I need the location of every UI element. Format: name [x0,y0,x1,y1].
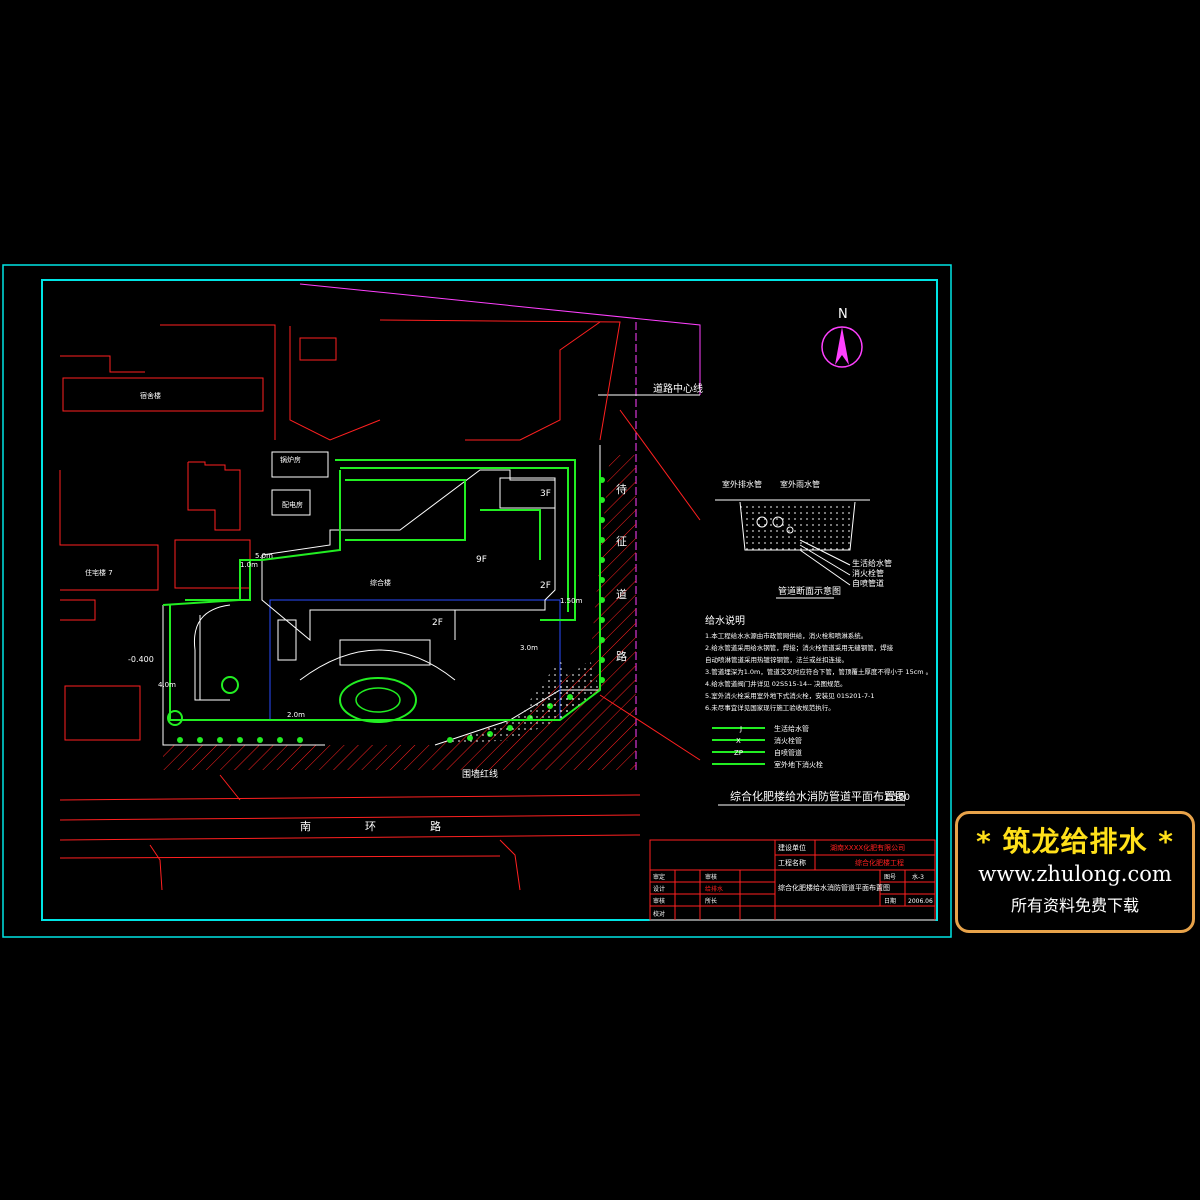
tb-date: 2006.06 [908,898,933,905]
tb-dwg-no: 水-3 [912,873,924,881]
watermark-panel: * 筑龙给排水 * www.zhulong.com 所有资料免费下载 [955,811,1195,933]
garden-inner [355,687,401,713]
road-east-1: 待 [616,482,627,496]
notes-title: 给水说明 [705,614,745,627]
watermark-title: * 筑龙给排水 * [976,825,1174,858]
floor-label-4: 2F [432,618,443,628]
road-center-label: 道路中心线 [653,382,703,395]
north-label: N [838,307,848,322]
legend-label: 自喷管道 [774,748,802,757]
note-line: 1.本工程给水水源由市政管网供给，消火栓和喷淋系统。 [705,631,867,640]
garden-oval [339,677,417,723]
tb-org-label: 建设单位 [778,843,806,852]
level-label: 5.0m [255,552,273,560]
building-label: 宿舍楼 [140,391,161,400]
outer-frame [2,264,952,938]
road-south-1: 南 [300,820,311,833]
tb-mid: 审核 [705,873,717,881]
note-line: 自动喷淋管道采用热镀锌钢管，法兰或丝扣连接。 [705,655,848,664]
road-east-2: 征 [616,535,627,548]
water-pipes [162,459,601,721]
note-line: 5.室外消火栓采用室外地下式消火栓，安装见 01S201-7-1 [705,691,875,700]
note-line: 6.未尽事宜详见国家现行施工验收规范执行。 [705,703,835,712]
legend-label: 生活给水管 [774,724,809,733]
tree-icon [221,676,239,694]
note-line: 2.给水管道采用给水钢管，焊接；消火栓管道采用无缝钢管，焊接 [705,643,894,652]
tb-row: 设计 [653,885,665,893]
level-label: -0.400 [128,655,154,664]
tb-row: 审定 [653,873,665,881]
legend-code: ZP [734,749,743,757]
road-south-3: 路 [430,820,441,833]
road-east-4: 路 [616,650,627,663]
level-label: 2.0m [287,711,305,719]
floor-label-1: 3F [540,489,551,499]
section-label: 自喷管道 [852,578,884,588]
section-label: 室外排水管 [722,479,762,489]
magenta-boundary [299,283,701,395]
section-label: 室外雨水管 [780,479,820,489]
building-label: 锅炉房 [280,455,301,464]
title-block [649,839,936,921]
building-label: 配电房 [282,500,303,509]
north-arrow-icon: N [821,307,863,368]
tb-project-value: 综合化肥楼工程 [855,858,904,867]
level-label: 4.0m [158,681,176,689]
legend-code: J [739,725,742,733]
planting-strip [440,660,600,745]
section-label: 生活给水管 [852,558,892,568]
tb-project-label: 工程名称 [778,858,806,867]
legend-label: 消火栓管 [774,736,802,745]
tb-dwg-no-label: 图号 [884,874,896,881]
surrounding-red-lines [59,319,701,891]
level-label: 1.50m [560,597,583,605]
note-line: 3.管道埋深为1.0m，管道交叉时应符合下管，管顶覆土厚度不得小于 15cm 。 [705,667,932,676]
road-south-2: 环 [365,820,376,833]
drawing-scale: 1:500 [884,793,910,803]
fence-label: 围墙红线 [462,768,498,780]
legend [712,727,765,765]
section-title: 管道断面示意图 [778,585,841,597]
tb-mid: 给排水 [705,885,723,893]
floor-label-3: 2F [540,581,551,591]
tree-icon [167,710,183,726]
legend-code: X [736,737,741,745]
inner-frame [41,279,938,921]
section-label: 消火栓管 [852,568,884,578]
tb-org-value: 湖南XXXX化肥有限公司 [830,843,905,852]
floor-label-2: 9F [476,555,487,565]
pipe-section-diagram [715,499,870,586]
level-label: 3.0m [520,644,538,652]
tb-mid: 所长 [705,897,717,905]
tb-row: 审核 [653,897,665,905]
drawing-title: 综合化肥楼给水消防管道平面布置图 [730,789,906,803]
tb-drawing-name: 综合化肥楼给水消防管道平面布置图 [778,883,890,892]
watermark-url[interactable]: www.zhulong.com [978,862,1172,886]
level-label: 1.0m [240,561,258,569]
hatched-road-strip [163,455,636,770]
legend-label: 室外地下消火栓 [774,760,823,769]
watermark-subtitle: 所有资料免费下载 [1010,896,1139,915]
main-building [261,469,556,681]
building-label: 综合楼 [370,578,391,587]
note-line: 4.给水管道阀门井详见 02S515-14-- 决图规范。 [705,679,846,688]
road-east-3: 道 [616,587,627,601]
building-label: 住宅楼 7 [85,568,113,577]
tb-date-label: 日期 [884,897,896,905]
tb-row: 校对 [653,910,665,918]
